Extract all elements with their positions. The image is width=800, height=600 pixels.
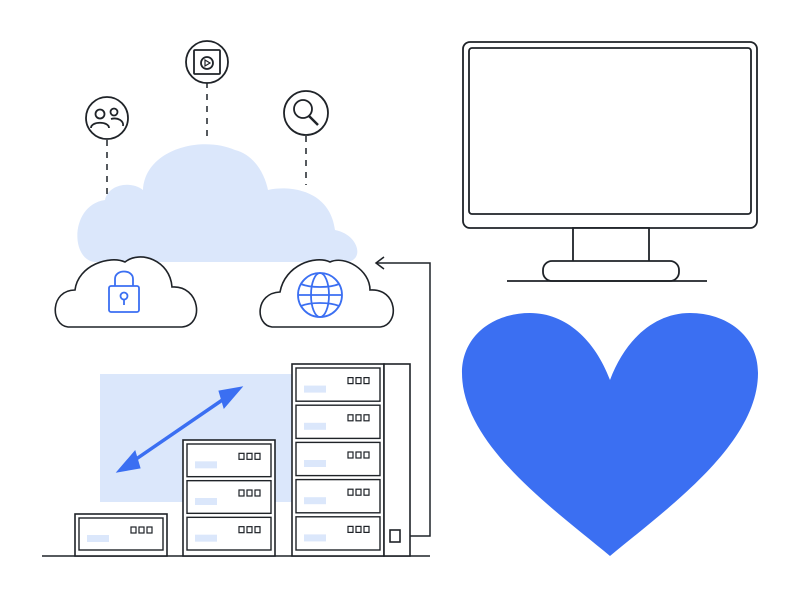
arrow-connector (374, 256, 431, 537)
heart-icon (462, 313, 758, 556)
cloud-globe-card (259, 259, 394, 328)
search-icon (283, 90, 329, 136)
server-unit (295, 367, 381, 402)
play-video-icon (185, 40, 229, 84)
server-unit (295, 478, 381, 514)
lock-icon (108, 270, 140, 313)
monitor-icon (462, 41, 758, 282)
server-unit (186, 443, 272, 478)
globe-icon (297, 272, 343, 318)
server-unit (295, 441, 381, 477)
connector-lines (106, 82, 307, 195)
server-unit (186, 516, 272, 551)
server-rack-medium (182, 439, 276, 557)
cloud-main (77, 144, 358, 262)
double-arrow-icon (115, 386, 244, 473)
server-rack-small (74, 513, 168, 557)
server-unit (186, 479, 272, 515)
server-unit (295, 404, 381, 440)
user-group-icon (85, 96, 129, 140)
cloud-lock-card (54, 256, 198, 328)
server-rack-tall (291, 363, 385, 557)
server-unit (295, 516, 381, 551)
rack-side-panel (383, 363, 411, 557)
server-unit (78, 517, 164, 551)
